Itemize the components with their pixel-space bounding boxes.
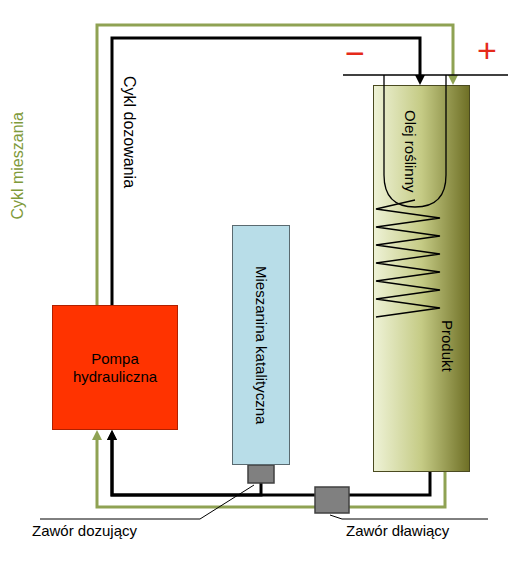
node-text: Olej roślinny — [401, 110, 419, 193]
electrode-bar — [343, 74, 508, 76]
valve-label: Zawór dozujący — [32, 523, 137, 538]
cycle-label: Cykl dozowania — [120, 76, 139, 188]
reactor-tube: Olej roślinnyProdukt — [373, 85, 470, 472]
arrowhead — [92, 430, 102, 440]
arrowhead — [107, 430, 117, 440]
leader-line — [330, 515, 488, 519]
pump-box: Pompa hydrauliczna — [52, 305, 178, 430]
polarity-sign: + — [477, 33, 497, 67]
throttle-valve — [315, 487, 349, 513]
node-text: Produkt — [438, 320, 456, 372]
leader-line — [40, 485, 254, 519]
catalyst-tank: Mieszanina katalityczna — [232, 225, 290, 465]
arrowhead — [448, 75, 458, 85]
cycle-label: Cykl mieszania — [8, 112, 27, 220]
arrowhead — [107, 430, 117, 440]
polarity-sign: − — [345, 36, 365, 70]
node-text: Mieszanina katalityczna — [252, 266, 270, 424]
dosing-valve — [248, 465, 274, 483]
node-text: Pompa hydrauliczna — [61, 350, 169, 386]
arrowhead — [415, 75, 425, 85]
valve-label: Zawór dławiący — [346, 523, 449, 538]
